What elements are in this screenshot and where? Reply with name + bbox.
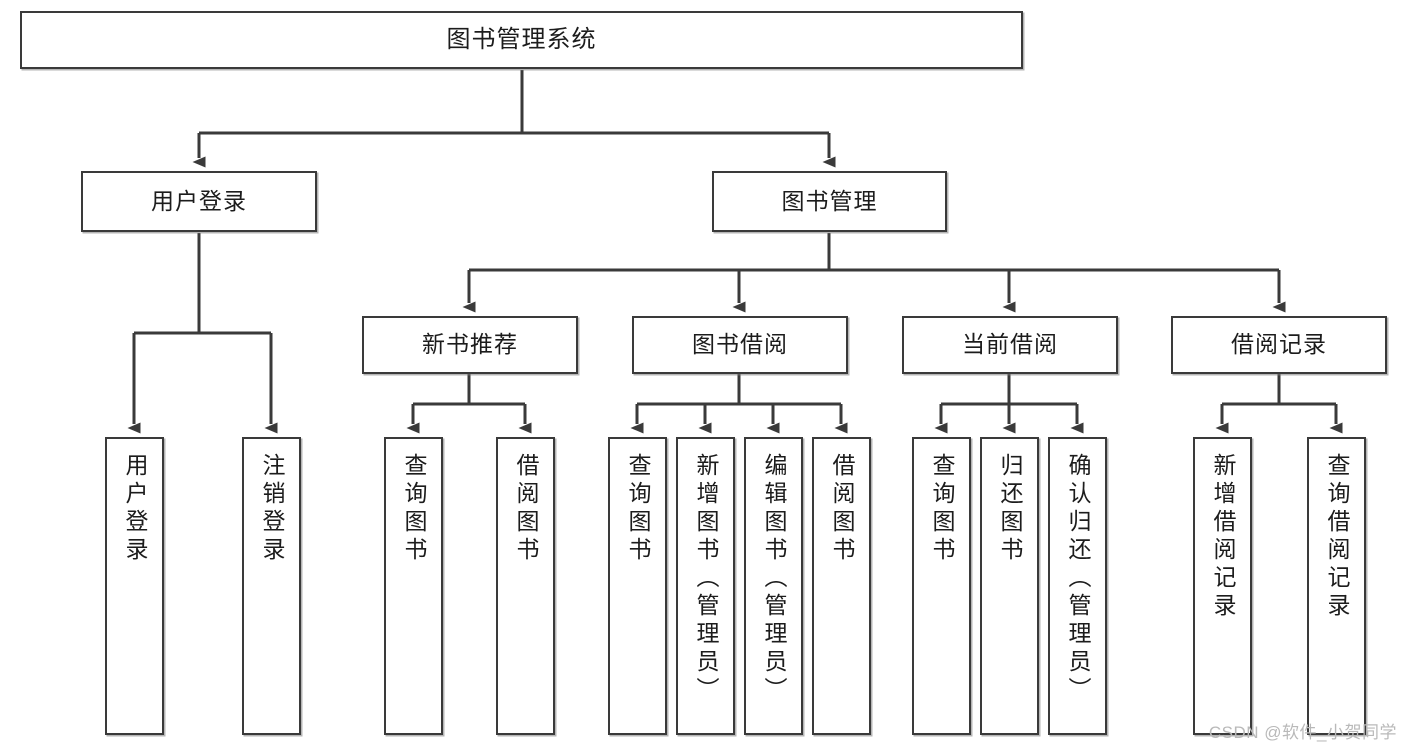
csdn-watermark: CSDN @软件_小贺同学 bbox=[1208, 723, 1397, 742]
node-label: 图书管理系统 bbox=[446, 25, 597, 53]
node-label: 确认归还（管理员） bbox=[1065, 453, 1091, 705]
node-label: 用户登录 bbox=[151, 187, 247, 214]
node-label: 查询借阅记录 bbox=[1324, 453, 1350, 621]
node-label: 借阅记录 bbox=[1231, 331, 1327, 358]
node-leaf-query-borrow-record[interactable]: 查询借阅记录 bbox=[1307, 437, 1366, 735]
node-user-login[interactable]: 用户登录 bbox=[81, 171, 317, 232]
node-leaf-query-book-current[interactable]: 查询图书 bbox=[912, 437, 971, 735]
node-label: 新增借阅记录 bbox=[1210, 453, 1236, 621]
node-label: 当前借阅 bbox=[962, 331, 1058, 358]
node-label: 新书推荐 bbox=[422, 331, 518, 358]
node-new-book-recommendation[interactable]: 新书推荐 bbox=[362, 316, 578, 374]
node-label: 查询图书 bbox=[625, 453, 651, 565]
node-leaf-add-borrow-record[interactable]: 新增借阅记录 bbox=[1193, 437, 1252, 735]
node-label: 查询图书 bbox=[929, 453, 955, 565]
node-label: 用户登录 bbox=[122, 453, 148, 565]
node-leaf-edit-book-admin[interactable]: 编辑图书（管理员） bbox=[744, 437, 803, 735]
node-leaf-add-book-admin[interactable]: 新增图书（管理员） bbox=[676, 437, 735, 735]
node-label: 借阅图书 bbox=[513, 453, 539, 565]
node-label: 借阅图书 bbox=[829, 453, 855, 565]
node-root-book-management-system[interactable]: 图书管理系统 bbox=[20, 11, 1023, 69]
node-label: 查询图书 bbox=[401, 453, 427, 565]
node-label: 图书管理 bbox=[781, 187, 878, 214]
node-label: 编辑图书（管理员） bbox=[761, 453, 787, 705]
node-leaf-borrow-book-recommendation[interactable]: 借阅图书 bbox=[496, 437, 555, 735]
node-label: 图书借阅 bbox=[692, 331, 788, 358]
node-leaf-query-book-borrowing[interactable]: 查询图书 bbox=[608, 437, 667, 735]
node-label: 新增图书（管理员） bbox=[693, 453, 719, 705]
node-current-borrowing[interactable]: 当前借阅 bbox=[902, 316, 1118, 374]
node-label: 注销登录 bbox=[259, 453, 285, 565]
node-leaf-borrow-book[interactable]: 借阅图书 bbox=[812, 437, 871, 735]
node-leaf-user-login[interactable]: 用户登录 bbox=[105, 437, 164, 735]
node-borrowing-records[interactable]: 借阅记录 bbox=[1171, 316, 1387, 374]
node-leaf-user-logout[interactable]: 注销登录 bbox=[242, 437, 301, 735]
node-book-borrowing[interactable]: 图书借阅 bbox=[632, 316, 848, 374]
node-leaf-query-book-recommendation[interactable]: 查询图书 bbox=[384, 437, 443, 735]
node-leaf-confirm-return-admin[interactable]: 确认归还（管理员） bbox=[1048, 437, 1107, 735]
node-leaf-return-book[interactable]: 归还图书 bbox=[980, 437, 1039, 735]
node-label: 归还图书 bbox=[997, 453, 1023, 565]
node-book-management[interactable]: 图书管理 bbox=[712, 171, 947, 232]
